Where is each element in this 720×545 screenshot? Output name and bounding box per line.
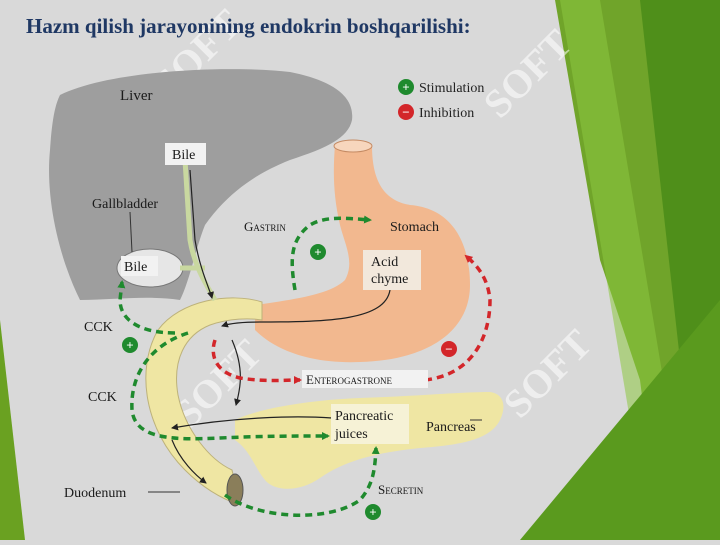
duodenum-label: Duodenum <box>64 486 126 501</box>
legend: + Stimulation − Inhibition <box>398 79 484 121</box>
gallbladder-label: Gallbladder <box>92 197 158 212</box>
stimulation-sign: + <box>122 337 138 353</box>
diagram-labels: Liver Bile Gallbladder Bile Gastrin Stom… <box>64 88 476 501</box>
acid-chyme-box <box>363 250 421 290</box>
gastrin-label: Gastrin <box>244 219 286 234</box>
enterogastrone-to-stomach <box>424 254 492 382</box>
inhibition-pathways <box>211 254 492 385</box>
legend-minus: − <box>402 105 409 120</box>
bile-top-label: Bile <box>172 148 195 163</box>
stomach-label: Stomach <box>390 220 439 235</box>
stimulation-sign: + <box>310 244 326 260</box>
stimulation-sign: + <box>365 504 381 520</box>
chyme-flow-arrow <box>221 289 391 328</box>
enterogastrone-to-label <box>211 339 302 385</box>
sign-plus: + <box>369 505 376 520</box>
cck-lower-label: CCK <box>88 390 117 405</box>
cck-pancreas-pathway <box>130 331 330 441</box>
secretin-label: Secretin <box>378 482 424 497</box>
chyme-label: chyme <box>371 272 408 287</box>
pancreas-label: Pancreas <box>426 420 476 435</box>
enterogastrone-box <box>302 370 428 388</box>
bile-top-box <box>165 143 206 165</box>
pancreatic-duct-arrow <box>171 416 333 431</box>
legend-stimulation-badge <box>398 79 414 95</box>
secretin-pathway <box>223 446 380 517</box>
watermark-text: SOFT <box>495 320 601 426</box>
liver-label: Liver <box>120 88 152 104</box>
enterogastrone-label: Enterogastrone <box>306 372 392 387</box>
liver-shape <box>49 69 353 300</box>
pancreatic-juices-box <box>331 404 409 444</box>
leader-lines <box>129 211 482 493</box>
bile-gb-box <box>121 256 158 276</box>
bile-gallbladder-label: Bile <box>124 260 147 275</box>
esophagus-opening <box>333 139 373 153</box>
sign-plus: + <box>314 245 321 260</box>
inhibition-sign: − <box>441 341 457 357</box>
sign-minus: − <box>445 342 452 357</box>
bile-flow-arrow <box>189 169 214 299</box>
page-title: Hazm qilish jarayonining endokrin boshqa… <box>26 14 471 38</box>
legend-stimulation-label: Stimulation <box>419 81 484 96</box>
gastrin-pathway <box>290 215 372 291</box>
sign-plus: + <box>126 338 133 353</box>
pancreatic-label: Pancreatic <box>335 409 393 424</box>
legend-inhibition-label: Inhibition <box>419 106 474 121</box>
acid-label: Acid <box>371 255 398 270</box>
legend-plus: + <box>402 80 409 95</box>
stimulation-pathways <box>117 215 380 517</box>
legend-inhibition-badge <box>398 104 414 120</box>
stomach-shape <box>255 145 470 363</box>
juices-label: juices <box>334 427 368 442</box>
duodenum-end <box>226 473 244 507</box>
lower-flow-arrow <box>171 439 207 484</box>
cck-upper-label: CCK <box>84 320 113 335</box>
